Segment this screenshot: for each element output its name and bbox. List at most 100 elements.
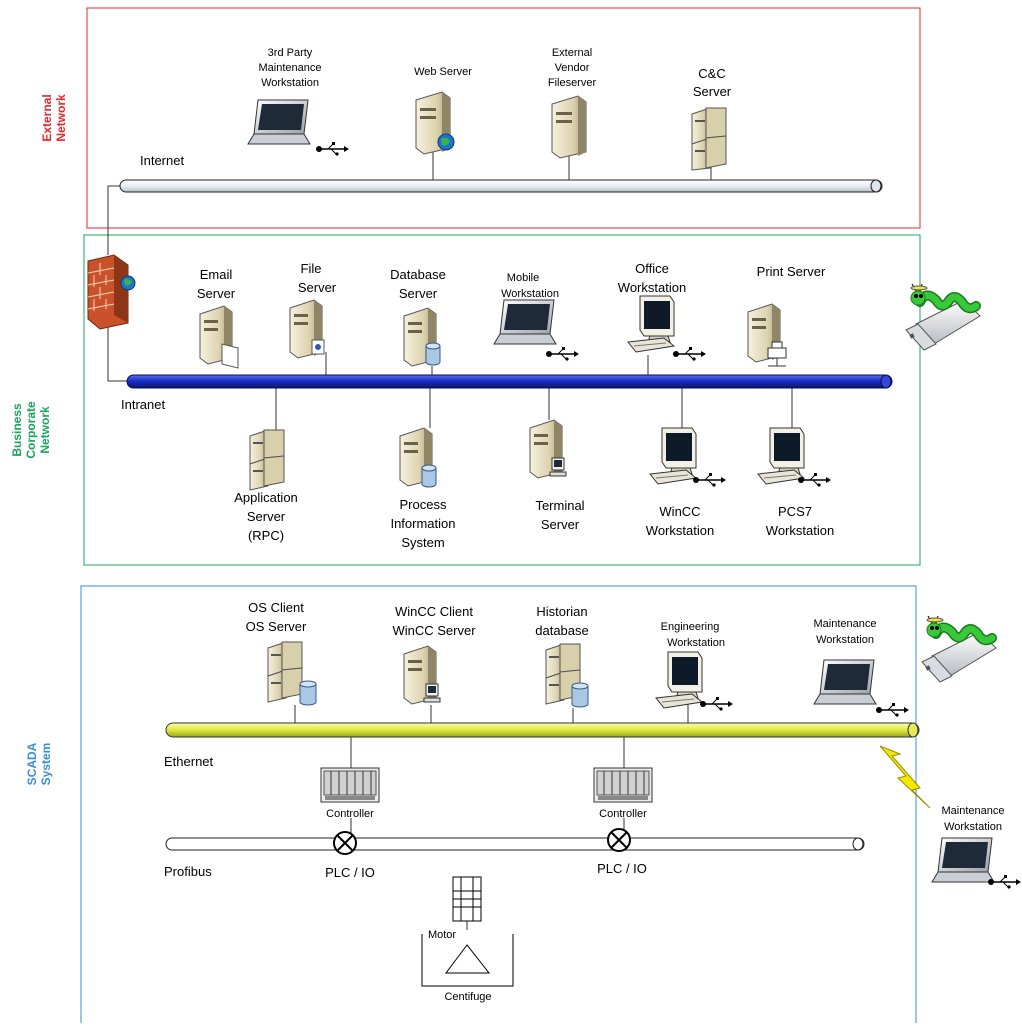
svg-text:Server: Server [298,280,337,295]
motor-icon [452,876,482,922]
outside-maintenance-usb-icon [988,875,1021,889]
wincc-workstation-label: WinCC Workstation [646,504,714,538]
plc-io-icon-left [333,831,357,855]
svg-text:Network: Network [38,406,52,454]
process-information-system-label: Process Information System [390,497,455,550]
engineering-usb-icon [700,697,733,711]
external-network-zone [86,7,921,229]
application-server-icon [249,429,285,491]
thirdparty-label: 3rd Party Maintenance Workstation [259,47,322,89]
file-server-icon [289,299,325,359]
cc-server-label: C&C Server [693,66,732,99]
svg-text:Vendor: Vendor [555,62,590,74]
svg-text:System: System [39,743,53,786]
intranet-label: Intranet [121,397,165,412]
svg-text:Engineering: Engineering [661,621,720,633]
email-server-icon [199,305,239,369]
svg-text:Historian: Historian [536,604,587,619]
wincc-usb-icon [693,473,726,487]
mobile-workstation-icon [493,299,557,345]
svg-text:Fileserver: Fileserver [548,77,597,89]
vendor-fileserver-label: External Vendor Fileserver [548,47,597,89]
wincc-workstation-icon [649,427,698,485]
svg-text:OS Client: OS Client [248,600,304,615]
svg-text:WinCC Client: WinCC Client [395,604,473,619]
thirdparty-laptop-icon [247,99,311,145]
office-workstation-label: Office Workstation [618,261,686,295]
svg-text:Corporate: Corporate [24,401,38,459]
svg-text:Maintenance: Maintenance [814,618,877,630]
maintenance-workstation-label: Maintenance Workstation [814,618,877,646]
internet-bus [119,179,883,193]
motor-label: Motor [428,929,456,941]
thirdparty-usb-icon [316,142,349,156]
svg-text:Workstation: Workstation [766,523,834,538]
print-server-label: Print Server [757,264,826,279]
controller-label-left: Controller [326,808,374,820]
ethernet-bus [165,722,920,738]
file-server-label: File Server [298,261,337,295]
svg-text:Email: Email [200,267,233,282]
terminal-server-label: Terminal Server [535,498,584,532]
svg-text:Workstation: Workstation [618,280,686,295]
svg-text:PCS7: PCS7 [778,504,812,519]
plc-io-label-left: PLC / IO [325,865,375,880]
engineering-workstation-icon [655,651,704,709]
email-server-label: Email Server [197,267,236,301]
maintenance-laptop-icon [813,659,877,705]
office-usb-icon [673,347,706,361]
firewall-icon [87,254,136,330]
vendor-fileserver-icon [551,95,587,159]
office-workstation-icon [627,295,676,353]
svg-text:Server: Server [247,509,286,524]
svg-text:Workstation: Workstation [646,523,714,538]
internet-label: Internet [140,153,184,168]
wincc-server-icon [403,645,441,705]
profibus-label: Profibus [164,864,212,879]
mobile-workstation-label: Mobile Workstation [501,272,559,300]
svg-text:Workstation: Workstation [944,821,1002,833]
external-network-label: External Network [40,94,68,142]
business-network-label: Business Corporate Network [10,401,52,459]
svg-text:Terminal: Terminal [535,498,584,513]
database-server-icon [403,307,441,367]
svg-text:Server: Server [541,517,580,532]
os-server-icon [267,641,317,706]
svg-text:Workstation: Workstation [261,77,319,89]
svg-text:3rd Party: 3rd Party [268,47,313,59]
svg-text:Workstation: Workstation [501,288,559,300]
wireless-bolt-icon [879,745,931,809]
svg-text:Office: Office [635,261,669,276]
web-server-label: Web Server [414,66,472,78]
maintenance-usb-icon [876,703,909,717]
os-server-label: OS Client OS Server [246,600,307,634]
mobile-usb-icon [546,347,579,361]
pcs7-workstation-icon [757,427,806,485]
svg-text:External: External [552,47,592,59]
svg-text:Application: Application [234,490,298,505]
controller-icon-left [320,767,380,803]
cc-server-icon [691,107,727,171]
svg-text:File: File [301,261,322,276]
svg-text:Workstation: Workstation [816,634,874,646]
svg-text:WinCC: WinCC [659,504,700,519]
engineering-workstation-label: Engineering Workstation [661,621,725,649]
outside-maintenance-laptop-icon [931,837,995,883]
historian-label: Historian database [535,604,589,638]
svg-text:Database: Database [390,267,446,282]
web-server-icon [415,91,455,155]
usb-worm-icon-scada [921,615,997,683]
svg-text:SCADA: SCADA [25,742,39,785]
svg-text:Network: Network [54,94,68,142]
centrifuge-label: Centifuge [444,991,491,1003]
plc-io-icon-right [607,828,631,852]
svg-text:C&C: C&C [698,66,725,81]
svg-text:Information: Information [390,516,455,531]
svg-text:External: External [40,94,54,141]
controller-label-right: Controller [599,808,647,820]
process-information-system-icon [399,427,437,488]
svg-text:Server: Server [197,286,236,301]
print-server-icon [747,303,787,367]
svg-text:Server: Server [693,84,732,99]
